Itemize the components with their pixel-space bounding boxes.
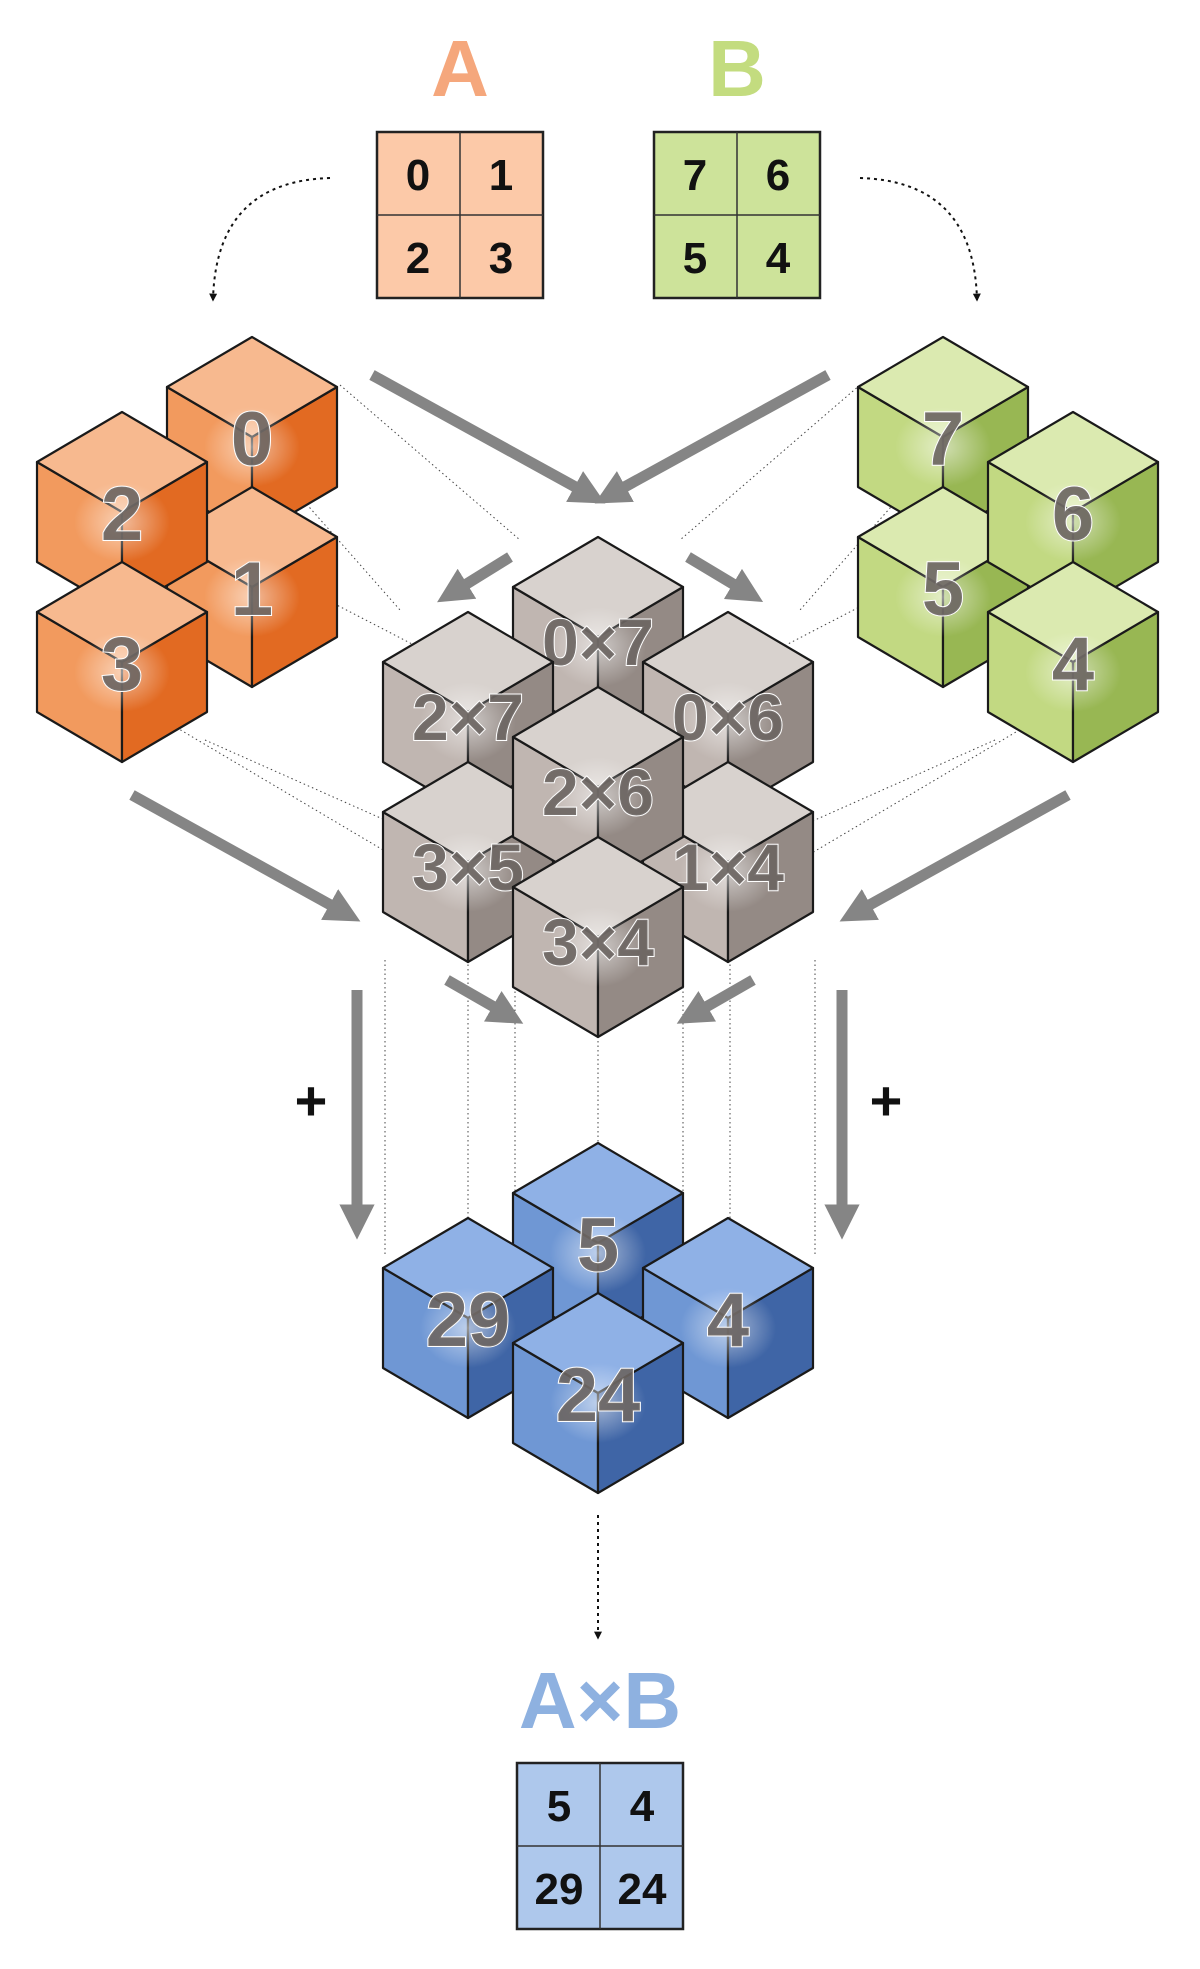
flow-arrows xyxy=(129,370,1071,1240)
matrix-a-cell: 3 xyxy=(489,234,513,283)
matrix-b-cell: 6 xyxy=(766,151,790,200)
cube-highlight xyxy=(204,557,300,637)
plus-sign-right: + xyxy=(870,1069,903,1132)
cube-b-5: 5 xyxy=(856,485,1030,689)
cube-label: 3 xyxy=(101,622,143,707)
result-matrix-cell: 29 xyxy=(535,1865,584,1914)
cube-highlight xyxy=(680,682,776,762)
plus-sign-left: + xyxy=(295,1069,328,1132)
cube-a-3: 3 xyxy=(35,560,209,764)
result-matrix-cell: 24 xyxy=(618,1865,667,1914)
arrow-b-to-products xyxy=(594,370,831,504)
cube-a-1: 1 xyxy=(165,485,339,689)
cube-label: 0×6 xyxy=(672,680,784,754)
matrix-b: B 7 6 5 4 xyxy=(652,24,822,300)
cube-label: 0×7 xyxy=(542,605,654,679)
cube-label: 29 xyxy=(426,1278,511,1363)
arrow-small-b xyxy=(685,552,764,603)
cube-highlight xyxy=(550,757,646,837)
dotted-arrow-b xyxy=(859,177,981,302)
cube-label: 2×6 xyxy=(542,755,654,829)
cube-sum-5: 5 xyxy=(511,1141,685,1345)
cube-product-3x5: 3×5 xyxy=(381,760,555,964)
cube-highlight xyxy=(550,1213,646,1293)
cube-highlight xyxy=(1025,482,1121,562)
cube-highlight xyxy=(550,907,646,987)
cube-highlight xyxy=(204,407,300,487)
cube-product-3x4: 3×4 xyxy=(511,835,685,1039)
cube-label: 24 xyxy=(556,1353,641,1438)
result-matrix-cell: 4 xyxy=(630,1782,655,1831)
result-matrix-title: A×B xyxy=(519,1656,681,1745)
cube-highlight xyxy=(74,482,170,562)
cube-label: 5 xyxy=(577,1203,619,1288)
projection-line xyxy=(679,739,996,881)
cube-b-6: 6 xyxy=(986,410,1160,614)
result-matrix: A×B 5 4 29 24 xyxy=(515,1656,685,1931)
cube-label: 4 xyxy=(707,1278,749,1363)
cube-highlight xyxy=(1025,632,1121,712)
matrix-a-cell: 1 xyxy=(489,151,513,200)
cube-label: 4 xyxy=(1052,622,1094,707)
cube-label: 2 xyxy=(101,472,143,557)
projection-line xyxy=(129,699,401,861)
projection-line xyxy=(799,699,1071,861)
arrow-b-lower xyxy=(839,790,1071,922)
cube-label: 5 xyxy=(922,547,964,632)
projection-line xyxy=(799,439,951,611)
cube-label: 3×4 xyxy=(542,905,654,979)
projection-line xyxy=(249,439,401,611)
product-cubes: 0×72×7 0×6 3×5 1×42×6 3×4 xyxy=(381,535,815,1039)
result-matrix-cell: 5 xyxy=(547,1782,571,1831)
cube-product-2x7: 2×7 xyxy=(381,610,555,814)
matrix-b-cell: 7 xyxy=(683,151,707,200)
cube-highlight xyxy=(74,632,170,712)
cube-product-1x4: 1×4 xyxy=(641,760,815,964)
sum-cubes: 5 29 4 24 xyxy=(381,1141,815,1495)
cube-label: 1×4 xyxy=(672,830,784,904)
matrix-a-cell: 2 xyxy=(406,234,430,283)
cube-highlight xyxy=(680,1288,776,1368)
matrix-a-title: A xyxy=(431,24,489,113)
cube-highlight xyxy=(680,832,776,912)
cube-highlight xyxy=(550,607,646,687)
cube-sum-24: 24 xyxy=(511,1291,685,1495)
arrow-small-d xyxy=(676,975,756,1024)
cube-highlight xyxy=(895,407,991,487)
arrow-small-a xyxy=(437,552,513,603)
cube-label: 1 xyxy=(231,547,273,632)
cube-b-4: 4 xyxy=(986,560,1160,764)
cube-label: 0 xyxy=(231,397,273,482)
matrix-a: A 0 1 2 3 xyxy=(375,24,545,300)
cube-highlight xyxy=(420,832,516,912)
cube-label: 7 xyxy=(922,397,964,482)
cube-label: 6 xyxy=(1052,472,1094,557)
matrix-b-cell: 4 xyxy=(766,234,791,283)
matrix-a-cell: 0 xyxy=(406,151,430,200)
dotted-arrow-a xyxy=(209,177,331,302)
matrix-b-title: B xyxy=(708,24,766,113)
cube-label: 3×5 xyxy=(412,830,524,904)
cube-highlight xyxy=(550,1363,646,1443)
matrix-a-cubes: 0 1 2 3 xyxy=(35,335,339,764)
matrix-b-cell: 5 xyxy=(683,234,707,283)
cube-highlight xyxy=(420,1288,516,1368)
cube-highlight xyxy=(895,557,991,637)
arrow-a-lower xyxy=(129,790,361,922)
dotted-arrows xyxy=(209,177,981,1640)
arrow-small-c xyxy=(444,975,524,1024)
cube-label: 2×7 xyxy=(412,680,524,754)
cube-highlight xyxy=(420,682,516,762)
projection-line xyxy=(204,739,521,881)
cube-sum-29: 29 xyxy=(381,1216,555,1420)
matrix-b-cubes: 7 5 6 4 xyxy=(856,335,1160,764)
arrow-a-to-products xyxy=(369,370,606,504)
